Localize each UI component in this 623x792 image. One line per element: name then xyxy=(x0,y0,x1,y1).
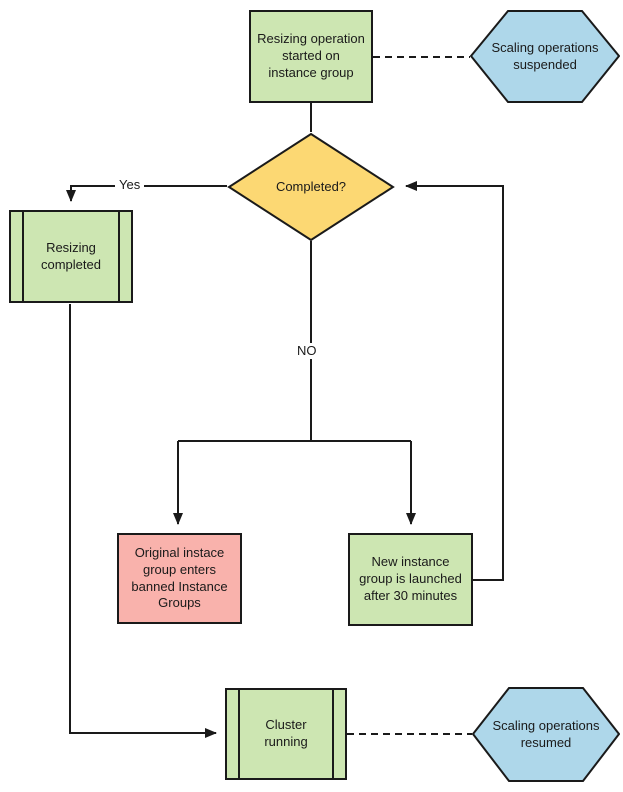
predefined-process-bar xyxy=(22,212,24,301)
node-resizing-started-label: Resizing operation started on instance g… xyxy=(257,31,365,80)
edge-label-yes: Yes xyxy=(115,177,145,193)
node-new-instance-group[interactable]: New instance group is launched after 30 … xyxy=(348,533,473,626)
node-banned-instance-groups-label: Original instace group enters banned Ins… xyxy=(131,544,228,611)
node-scaling-resumed[interactable]: Scaling operations resumed xyxy=(472,687,620,782)
node-scaling-resumed-label: Scaling operations resumed xyxy=(492,717,600,750)
node-resizing-started[interactable]: Resizing operation started on instance g… xyxy=(249,10,373,103)
node-banned-instance-groups[interactable]: Original instace group enters banned Ins… xyxy=(117,533,242,624)
edge-label-no: NO xyxy=(293,343,321,359)
node-completed-decision-label: Completed? xyxy=(275,178,347,194)
hexagon-shape xyxy=(472,687,620,782)
edge-loop-back xyxy=(405,181,504,581)
predefined-process-bar xyxy=(238,690,240,778)
predefined-process-bar xyxy=(118,212,120,301)
edge-yes xyxy=(66,185,227,202)
node-cluster-running-label: Cluster running xyxy=(264,717,308,749)
node-cluster-running[interactable]: Cluster running xyxy=(225,688,347,780)
node-scaling-suspended[interactable]: Scaling operations suspended xyxy=(470,10,620,103)
node-resizing-completed-label: Resizing completed xyxy=(41,239,101,272)
hexagon-shape xyxy=(470,10,620,103)
predefined-process-bar xyxy=(332,690,334,778)
node-resizing-completed[interactable]: Resizing completed xyxy=(9,210,133,303)
node-completed-decision[interactable]: Completed? xyxy=(227,133,395,241)
edge-completed-cluster xyxy=(69,304,217,738)
diamond-shape xyxy=(227,133,395,241)
node-new-instance-group-label: New instance group is launched after 30 … xyxy=(359,554,462,603)
node-scaling-suspended-label: Scaling operations suspended xyxy=(491,39,599,72)
